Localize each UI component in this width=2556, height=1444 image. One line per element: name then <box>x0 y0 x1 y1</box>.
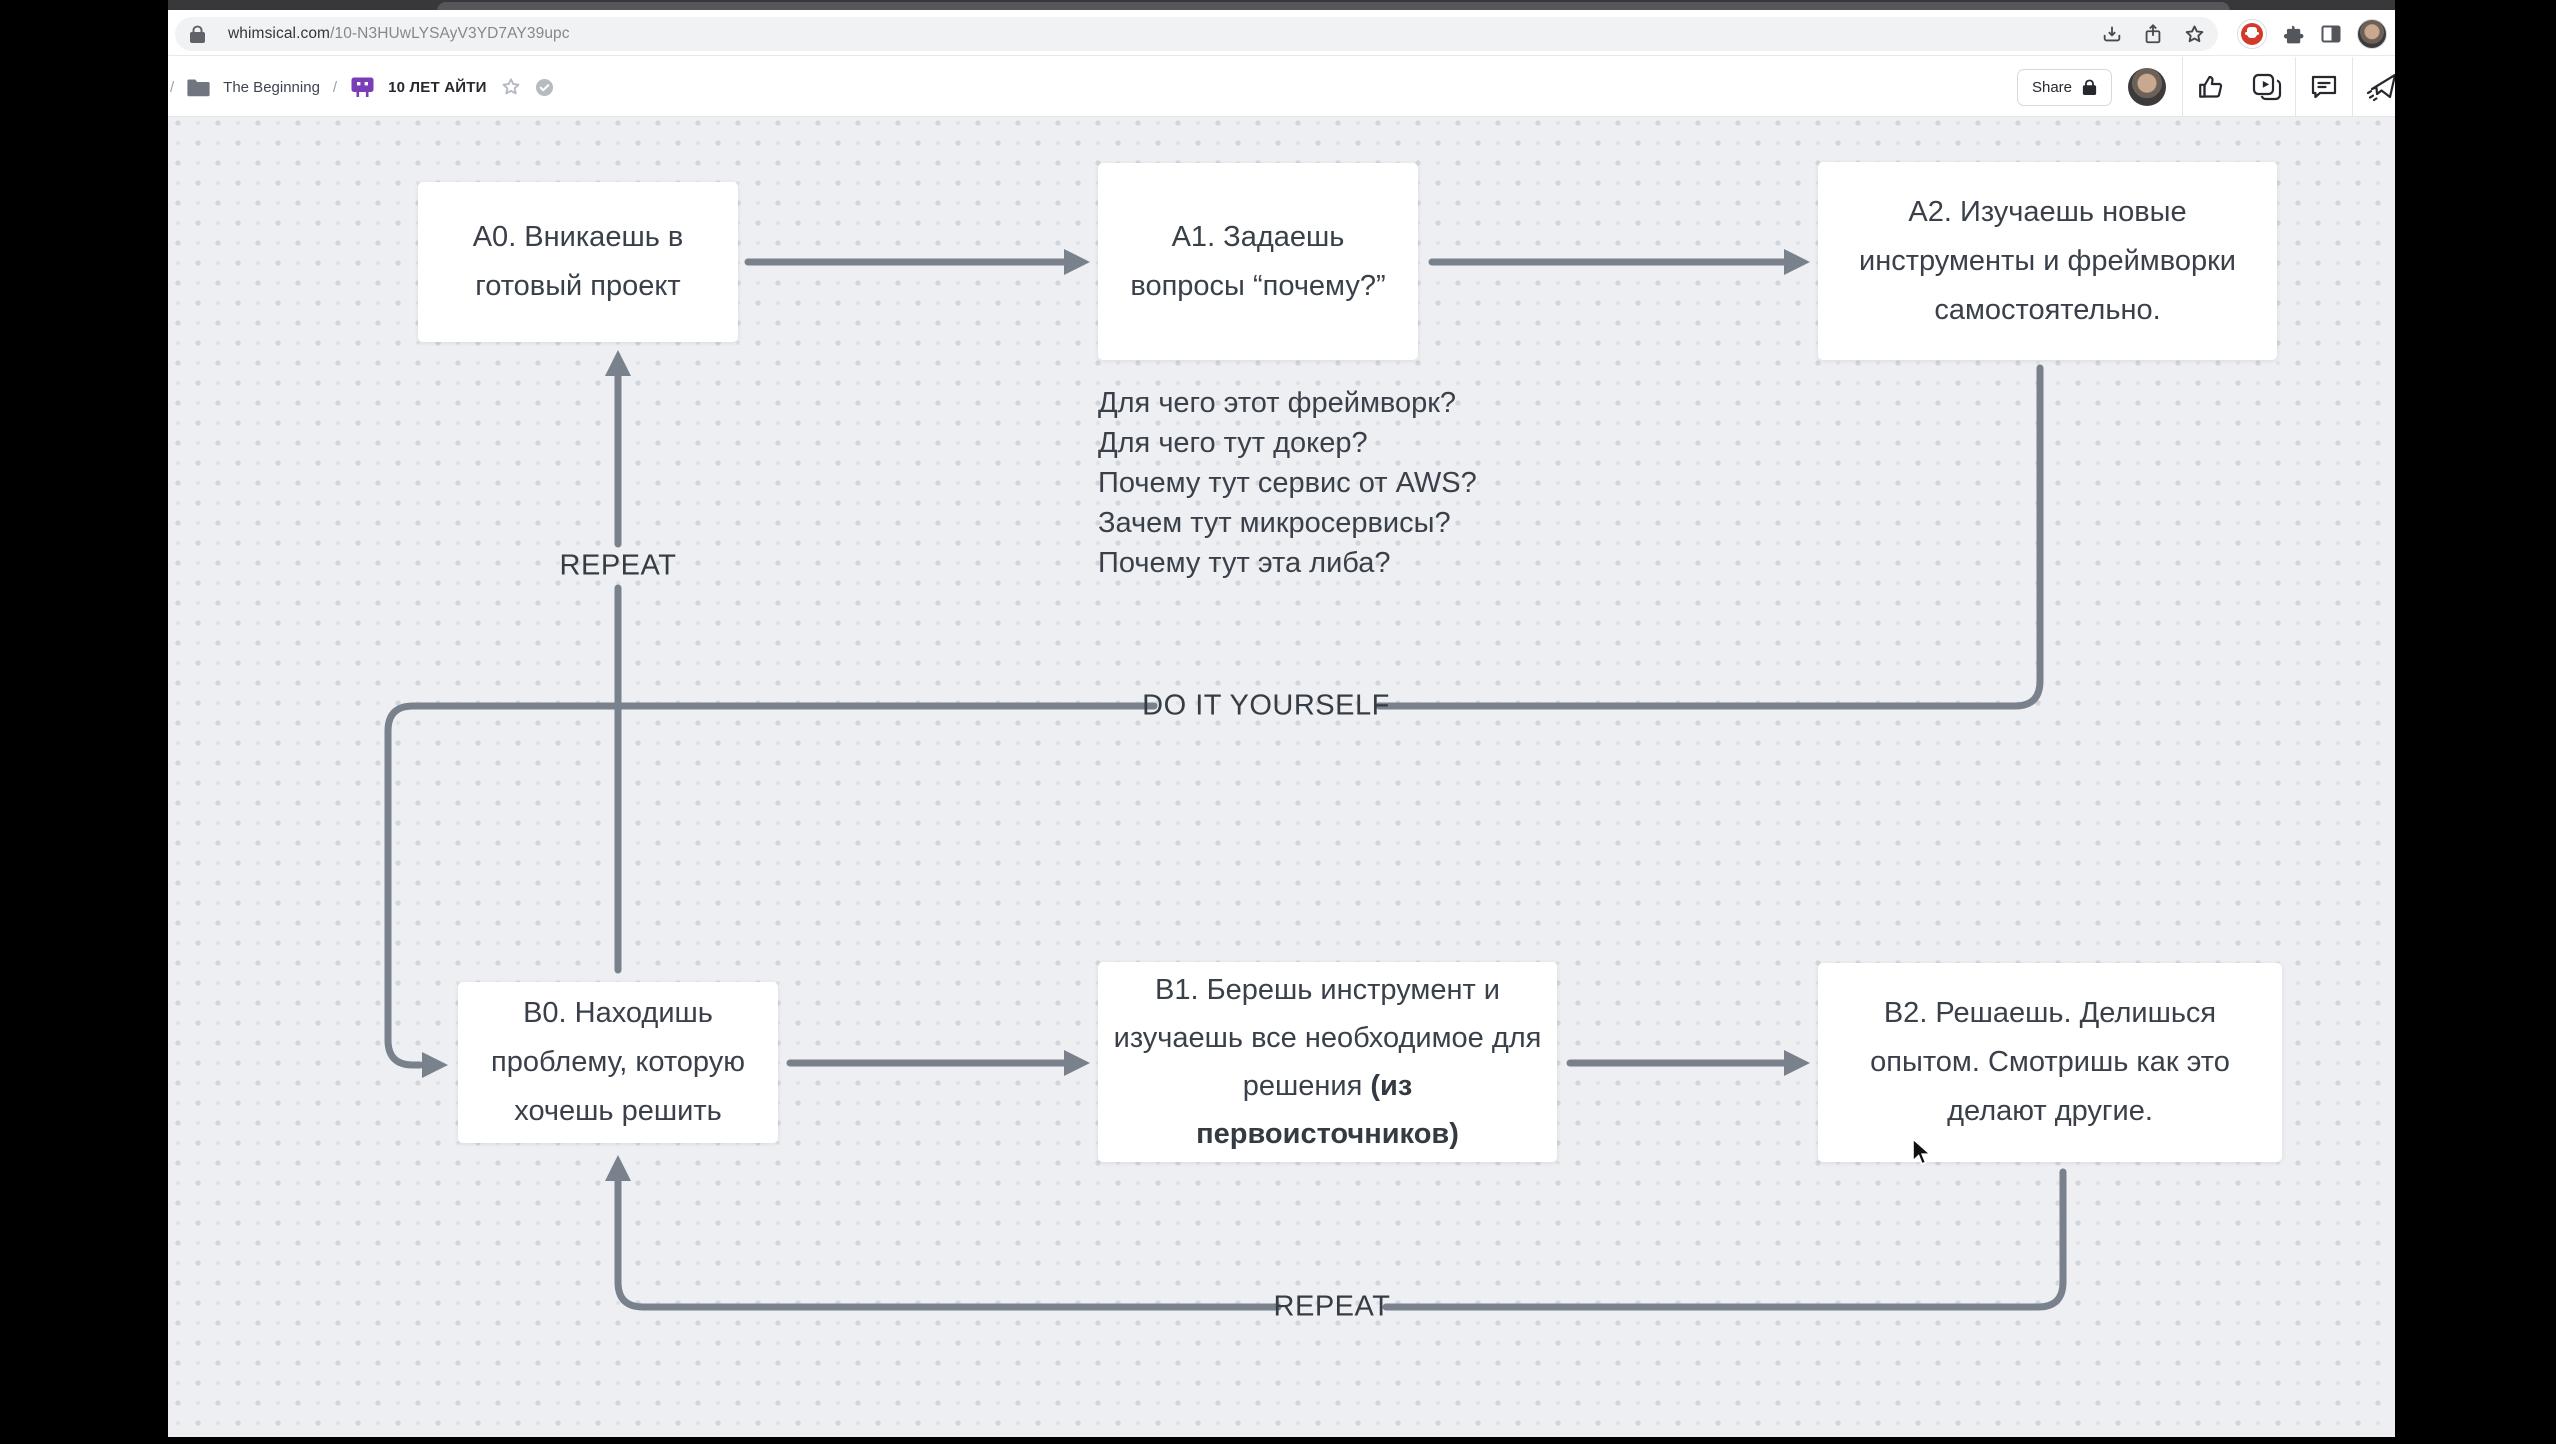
toolbar-extensions <box>2237 17 2387 51</box>
lock-icon <box>2082 79 2097 95</box>
node-a2-text: A2. Изучаешь новые инструменты и фреймво… <box>1859 195 2236 326</box>
node-a1[interactable]: A1. Задаешь вопросы “почему?” <box>1098 163 1418 360</box>
node-b1-text: B1. Берешь инструмент и изучаешь все нео… <box>1113 974 1542 1150</box>
bookmark-star-icon[interactable] <box>2183 23 2206 46</box>
question-line: Почему тут эта либа? <box>1098 547 1391 579</box>
label-repeat-left[interactable]: REPEAT <box>559 549 677 582</box>
folder-icon <box>187 79 210 96</box>
omnibox-actions <box>2101 17 2206 51</box>
divider <box>2295 57 2296 117</box>
divider <box>2352 57 2353 117</box>
share-icon[interactable] <box>2142 23 2164 45</box>
download-icon[interactable] <box>2101 23 2123 45</box>
question-line: Зачем тут микросервисы? <box>1098 507 1451 539</box>
synced-check-icon <box>535 78 553 96</box>
questions-note[interactable]: Для чего этот фреймворк? Для чего тут до… <box>1098 383 1477 583</box>
node-a0-text: A0. Вникаешь в готовый проект <box>472 221 684 302</box>
extensions-puzzle-icon[interactable] <box>2281 22 2305 46</box>
mouse-cursor <box>1912 1137 1933 1166</box>
label-do-it-yourself[interactable]: DO IT YOURSELF <box>1142 689 1390 722</box>
comment-icon <box>2311 75 2337 99</box>
present-button[interactable] <box>2239 72 2295 102</box>
comments-button[interactable] <box>2296 72 2352 102</box>
thumbs-up-icon <box>2199 75 2223 98</box>
address-bar[interactable]: whimsical.com/10-N3HUwLYSAyV3YD7AY39upc <box>175 17 2218 51</box>
connector-repeat-b2-b0[interactable] <box>605 1155 2067 1311</box>
breadcrumb: / The Beginning / 10 ЛЕТ АЙТИ <box>168 57 554 117</box>
adblock-extension-icon[interactable] <box>2237 19 2267 49</box>
connector-repeat-b0-a0[interactable] <box>605 350 631 974</box>
share-button-label: Share <box>2031 78 2072 96</box>
url-text[interactable]: whimsical.com/10-N3HUwLYSAyV3YD7AY39upc <box>228 25 570 43</box>
label-repeat-bottom[interactable]: REPEAT <box>1273 1290 1391 1323</box>
node-b2-text: B2. Решаешь. Делишься опытом. Смотришь к… <box>1870 997 2230 1127</box>
divider <box>2182 57 2183 117</box>
user-avatar[interactable] <box>2128 68 2166 106</box>
padlock-icon[interactable] <box>189 25 206 44</box>
node-a2[interactable]: A2. Изучаешь новые инструменты и фреймво… <box>1818 162 2277 360</box>
present-play-icon <box>2252 73 2282 101</box>
breadcrumb-separator: / <box>170 78 175 96</box>
tab-strip <box>168 0 2395 12</box>
node-b2[interactable]: B2. Решаешь. Делишься опытом. Смотришь к… <box>1818 963 2282 1162</box>
node-b0[interactable]: B0. Находишь проблему, которую хочешь ре… <box>458 982 778 1143</box>
breadcrumb-separator: / <box>332 78 338 96</box>
active-tab[interactable] <box>437 2 2230 12</box>
connector-b0-b1[interactable] <box>786 1050 1090 1076</box>
send-button[interactable] <box>2353 71 2395 103</box>
connector-b1-b2[interactable] <box>1566 1050 1810 1076</box>
connector-a0-a1[interactable] <box>744 249 1090 275</box>
question-line: Для чего тут докер? <box>1098 427 1368 459</box>
browser-profile-avatar[interactable] <box>2357 19 2387 49</box>
node-a0[interactable]: A0. Вникаешь в готовый проект <box>418 182 738 342</box>
board-icon <box>351 77 374 97</box>
connector-diy-a2-b0[interactable] <box>384 364 2044 1078</box>
share-button[interactable]: Share <box>2016 68 2112 106</box>
sidebar-toggle-icon[interactable] <box>2319 22 2343 46</box>
browser-window: whimsical.com/10-N3HUwLYSAyV3YD7AY39upc … <box>168 0 2395 1437</box>
favorite-star-icon[interactable] <box>500 76 522 98</box>
browser-toolbar: whimsical.com/10-N3HUwLYSAyV3YD7AY39upc <box>168 10 2395 56</box>
question-line: Почему тут сервис от AWS? <box>1098 467 1477 499</box>
breadcrumb-item-folder[interactable]: The Beginning <box>223 78 320 96</box>
like-button[interactable] <box>2183 72 2239 102</box>
whiteboard-canvas[interactable]: A0. Вникаешь в готовый проект A1. Задаеш… <box>168 117 2395 1437</box>
app-header: / The Beginning / 10 ЛЕТ АЙТИ Share <box>168 57 2395 117</box>
breadcrumb-item-board[interactable]: 10 ЛЕТ АЙТИ <box>388 78 487 96</box>
node-b0-text: B0. Находишь проблему, которую хочешь ре… <box>491 997 745 1127</box>
question-line: Для чего этот фреймворк? <box>1098 387 1457 419</box>
app-header-actions: Share <box>2016 57 2395 117</box>
node-a1-text: A1. Задаешь вопросы “почему?” <box>1130 220 1386 302</box>
paper-plane-icon <box>2366 73 2395 102</box>
url-path: /10-N3HUwLYSAyV3YD7AY39upc <box>330 25 570 42</box>
node-b1[interactable]: B1. Берешь инструмент и изучаешь все нео… <box>1098 962 1557 1162</box>
connector-a1-a2[interactable] <box>1428 249 1810 275</box>
url-domain: whimsical.com <box>228 25 331 42</box>
connectors-layer <box>384 249 2067 1311</box>
